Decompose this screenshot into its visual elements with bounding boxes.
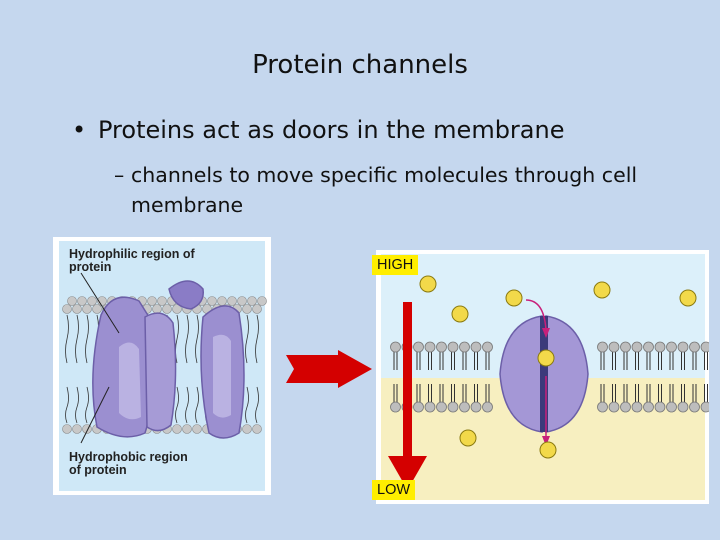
bullet-point: • Proteins act as doors in the membrane (72, 116, 564, 144)
channel-protein (92, 280, 245, 439)
channel-protein (499, 315, 589, 433)
down-arrow-icon (388, 456, 427, 490)
transport-path-arrow (525, 299, 547, 331)
transport-diagram-graphic (376, 250, 712, 504)
lipid-bilayer (390, 341, 712, 413)
gradient-arrow-shaft (403, 302, 412, 462)
hydrophilic-label: Hydrophilic region of protein (69, 247, 195, 274)
right-arrow-icon (286, 350, 372, 388)
membrane-illustration-graphic (53, 237, 271, 495)
bullet-dot-icon: • (72, 116, 87, 144)
sub-bullet-text: channels to move specific molecules thro… (131, 163, 638, 217)
bullet-text: Proteins act as doors in the membrane (98, 116, 565, 144)
hydrophobic-label: Hydrophobic region of protein (69, 450, 188, 477)
high-concentration-label: HIGH (372, 255, 419, 275)
molecules (419, 275, 697, 459)
sub-bullet-dash: – (114, 163, 125, 187)
slide-title: Protein channels (252, 50, 468, 80)
sub-bullet: – channels to move specific molecules th… (114, 160, 704, 220)
channel-transport-diagram: HIGH LOW (372, 250, 712, 504)
low-concentration-label: LOW (372, 480, 416, 500)
membrane-protein-illustration: Hydrophilic region of protein Hydrophobi… (53, 237, 271, 495)
